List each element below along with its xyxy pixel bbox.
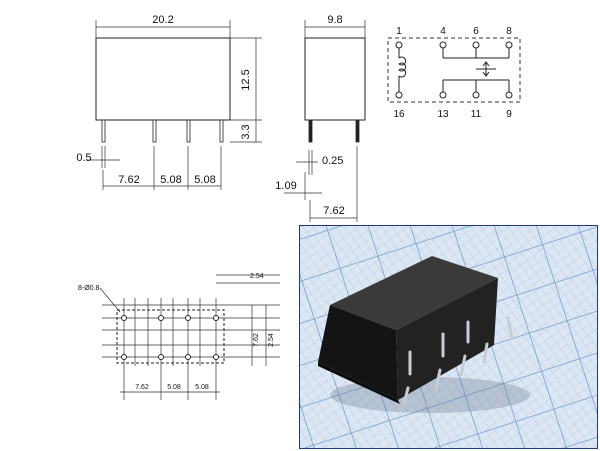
front-view: 20.2 12.5 3.3 0.5 7.62 5.08 5.08 (76, 14, 262, 190)
pin-label-13: 13 (437, 109, 449, 120)
coil-icon (398, 48, 407, 92)
footprint-side-dim-2: 2.54 (268, 333, 275, 347)
front-width-dim: 20.2 (152, 14, 173, 26)
front-height-dim: 12.5 (240, 69, 252, 90)
side-row-spacing-dim: 7.62 (323, 205, 344, 217)
pin-label-1: 1 (396, 26, 402, 37)
pin-label-6: 6 (473, 26, 479, 37)
footprint-top-dim: 2.54 (250, 273, 264, 280)
contact-switch-icon (442, 48, 510, 92)
pin-label-9: 9 (506, 109, 512, 120)
footprint-bottom-dim-3: 5.08 (195, 384, 209, 391)
side-width-dim: 9.8 (327, 14, 342, 26)
front-pitch-1: 7.62 (118, 174, 139, 186)
footprint-bottom-dim-2: 5.08 (167, 384, 181, 391)
hole-label: 8-Ø0.8 (78, 285, 100, 292)
front-pin-width-dim: 0.5 (76, 152, 91, 164)
footprint-bottom-dim-1: 7.62 (135, 384, 149, 391)
relay-body-icon (318, 256, 498, 404)
pin-schematic: 1 4 6 8 16 13 11 9 (387, 26, 521, 120)
footprint-side-dim-1: 7.62 (253, 333, 260, 347)
side-offset-dim: 1.09 (275, 180, 296, 192)
pcb-footprint: 8-Ø0.8 2.54 (78, 273, 280, 400)
relay-photo (299, 225, 598, 449)
pin-label-8: 8 (506, 26, 512, 37)
front-pin-length-dim: 3.3 (240, 124, 252, 139)
relay-pins-icon (402, 316, 514, 406)
side-view: 9.8 0.25 1.09 7.62 (275, 14, 366, 222)
pin-label-16: 16 (393, 109, 405, 120)
front-pitch-2: 5.08 (160, 174, 181, 186)
front-pins (101, 119, 224, 143)
front-pitch-3: 5.08 (194, 174, 215, 186)
side-pin-dim: 0.25 (322, 155, 343, 167)
pin-label-11: 11 (471, 109, 482, 120)
pin-label-4: 4 (440, 26, 446, 37)
